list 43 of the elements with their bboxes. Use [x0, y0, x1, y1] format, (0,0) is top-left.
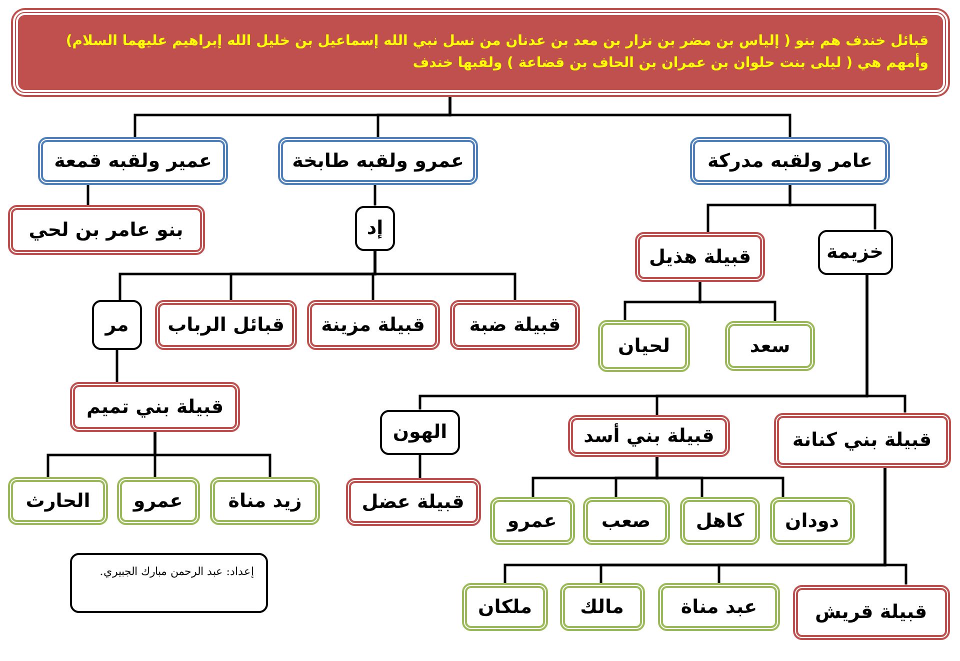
connector-line	[418, 454, 422, 478]
connector-line	[116, 350, 118, 382]
tribe-box: قبيلة قريش	[792, 584, 950, 640]
tribe-box: قبيلة عضل	[346, 478, 480, 526]
tribe-box: كاهل	[680, 497, 760, 545]
connector-line	[706, 185, 792, 232]
credit-box: إعداد: عبد الرحمن مبارك الجبيري.	[70, 553, 268, 613]
tribe-box: الحارث	[8, 477, 108, 525]
tribe-box: سعد	[725, 321, 815, 371]
tribe-box: الهون	[380, 410, 460, 454]
title-banner: قبائل خندف هم بنو ( إلياس بن مضر بن نزار بن معد بن عدنان من نسل نبي الله إسماعيل بن خليل الله إبراهيم عليهما السلام) وأمهم هي ( ليلى بنت حلوان بن عمران بن الحاف بن قضاعة ) ولقبها خندف	[12, 10, 948, 94]
tribe-box: قبيلة بني تميم	[70, 382, 240, 432]
tribe-box: قبيلة ضبة	[450, 300, 580, 350]
tribe-box: زيد مناة	[210, 477, 320, 525]
tribe-box: عبد مناة	[658, 583, 780, 631]
tribe-box: إد	[355, 206, 395, 250]
connector-line	[86, 185, 90, 205]
connector-line	[46, 432, 156, 477]
tribe-box: لحيان	[598, 320, 690, 372]
connector-line	[118, 250, 376, 300]
tribe-box: عمير ولقبه قمعة	[38, 137, 228, 185]
tribe-box: صعب	[582, 497, 670, 545]
connector-line	[532, 457, 658, 497]
connector-line	[418, 274, 868, 410]
tribe-box: مر	[92, 300, 142, 350]
connector-line	[624, 282, 702, 320]
tribe-box: خزيمة	[818, 230, 892, 274]
tribe-box: مالك	[560, 583, 644, 631]
tribe-box: قبيلة بني أسد	[568, 415, 730, 457]
tribe-box: بنو عامر بن لحي	[8, 205, 204, 255]
tribe-box: قبيلة بني كنانة	[774, 412, 950, 468]
connector-line	[504, 468, 886, 583]
tribe-box: عمرو	[116, 477, 200, 525]
connector-line	[134, 94, 452, 137]
tribe-box: ملكان	[462, 583, 548, 631]
tribe-box: دودان	[770, 497, 854, 545]
tribe-box: عامر ولقبه مدركة	[690, 137, 890, 185]
tribe-box: عمرو	[490, 497, 574, 545]
connector-line	[374, 185, 376, 206]
tribe-box: قبيلة مزينة	[306, 300, 440, 350]
tribe-box: قبيلة هذيل	[635, 232, 765, 282]
tribe-box: قبائل الرباب	[155, 300, 297, 350]
tribe-box: عمرو ولقبه طابخة	[278, 137, 478, 185]
